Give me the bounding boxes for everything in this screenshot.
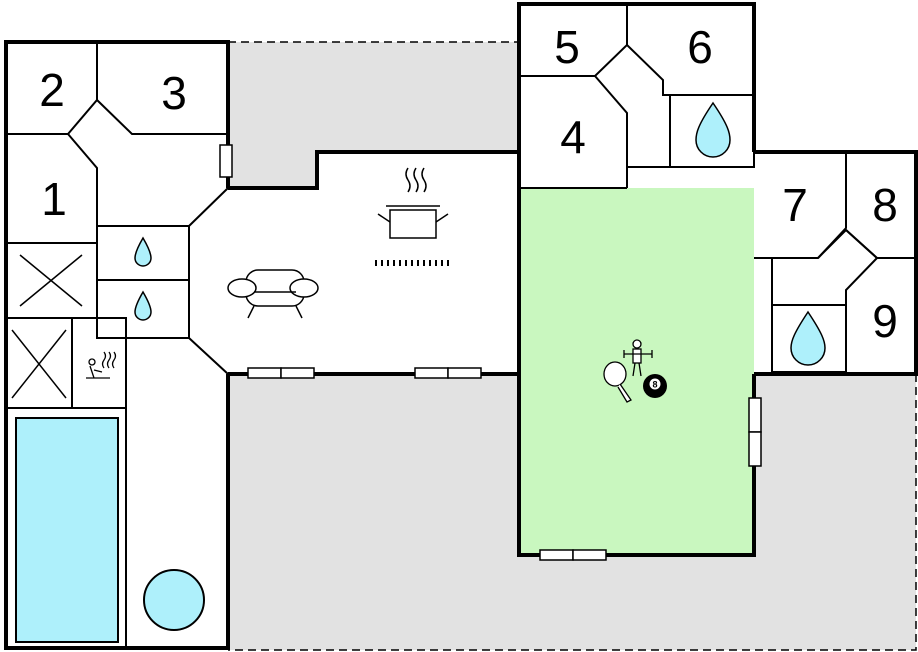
terrace-border xyxy=(228,41,917,651)
billiard-ball-icon: 8 xyxy=(643,374,667,398)
indoor-pool xyxy=(15,417,119,643)
sofa-icon xyxy=(227,269,319,319)
game-room xyxy=(519,188,754,555)
terrace-top xyxy=(228,42,519,188)
partitions xyxy=(6,4,916,648)
room-numbers: 1 2 3 4 5 6 7 8 9 xyxy=(39,21,898,347)
bathroom-drop-icon xyxy=(134,290,152,321)
wall-north-block xyxy=(517,2,756,188)
room-number-1: 1 xyxy=(41,173,67,225)
room-number-2: 2 xyxy=(39,64,65,116)
billiard-ball-number: 8 xyxy=(652,380,657,390)
wall-left-wing xyxy=(4,40,230,650)
bathroom-drop-icon xyxy=(134,236,152,267)
room-number-4: 4 xyxy=(560,111,586,163)
storage-marks xyxy=(11,254,83,399)
stove-burner xyxy=(375,260,449,266)
room-number-7: 7 xyxy=(782,179,808,231)
cooking-pot-icon xyxy=(377,167,449,239)
terrace-bottom xyxy=(228,374,916,650)
bathroom-drop-icon xyxy=(790,310,826,366)
room-number-6: 6 xyxy=(687,21,713,73)
round-hot-tub xyxy=(143,569,205,631)
room-number-9: 9 xyxy=(872,295,898,347)
table-football-icon xyxy=(623,339,653,377)
bathroom-drop-icon xyxy=(695,101,731,158)
windows xyxy=(219,144,762,561)
sauna-icon xyxy=(86,351,117,379)
room-number-3: 3 xyxy=(161,67,187,119)
bathroom-drop-icons xyxy=(134,101,826,366)
room-number-5: 5 xyxy=(554,21,580,73)
table-tennis-icon xyxy=(603,361,632,403)
room-number-8: 8 xyxy=(872,179,898,231)
wall-right-wing xyxy=(754,150,918,376)
